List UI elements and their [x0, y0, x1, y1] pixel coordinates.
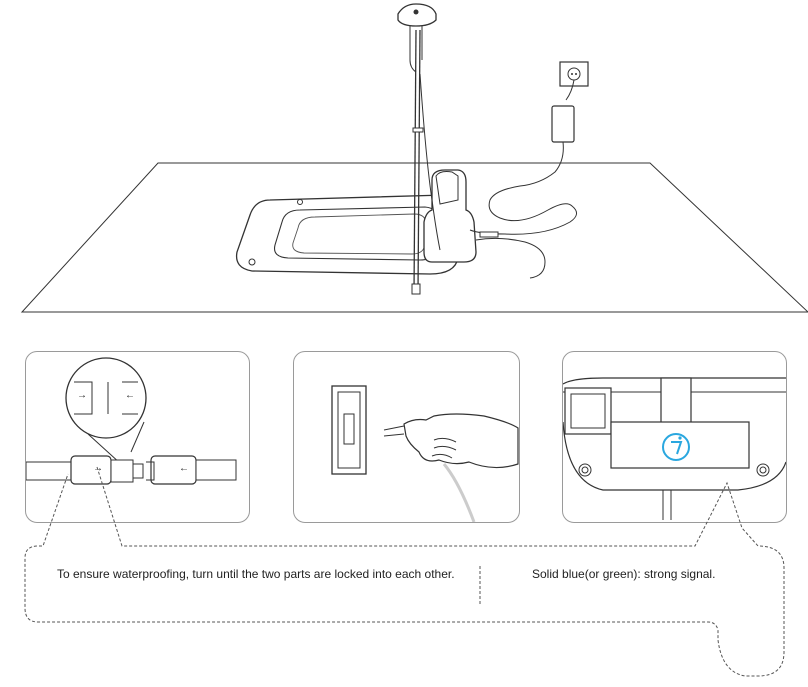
indicator-panel	[562, 351, 787, 523]
indicator-illustration	[563, 377, 786, 520]
connector-illustration	[26, 357, 237, 485]
power-adapter	[551, 105, 575, 143]
waterproofing-note: To ensure waterproofing, turn until the …	[57, 567, 455, 581]
main-scene	[20, 3, 808, 313]
antenna-head	[397, 3, 437, 27]
socket-panel	[293, 351, 520, 523]
signal-note: Solid blue(or green): strong signal.	[532, 567, 716, 581]
ground-plane	[20, 162, 808, 313]
antenna-pole	[413, 29, 417, 293]
arrow-right-label-lower: →	[93, 463, 103, 474]
arrow-left-label: ←	[125, 390, 135, 401]
connector-panel: → ← → ←	[25, 351, 250, 523]
signal-indicator-icon	[662, 433, 690, 461]
arrow-left-label-lower: ←	[179, 463, 189, 474]
arrow-right-label: →	[77, 390, 87, 401]
socket-illustration	[331, 385, 519, 522]
charging-station	[423, 169, 477, 263]
